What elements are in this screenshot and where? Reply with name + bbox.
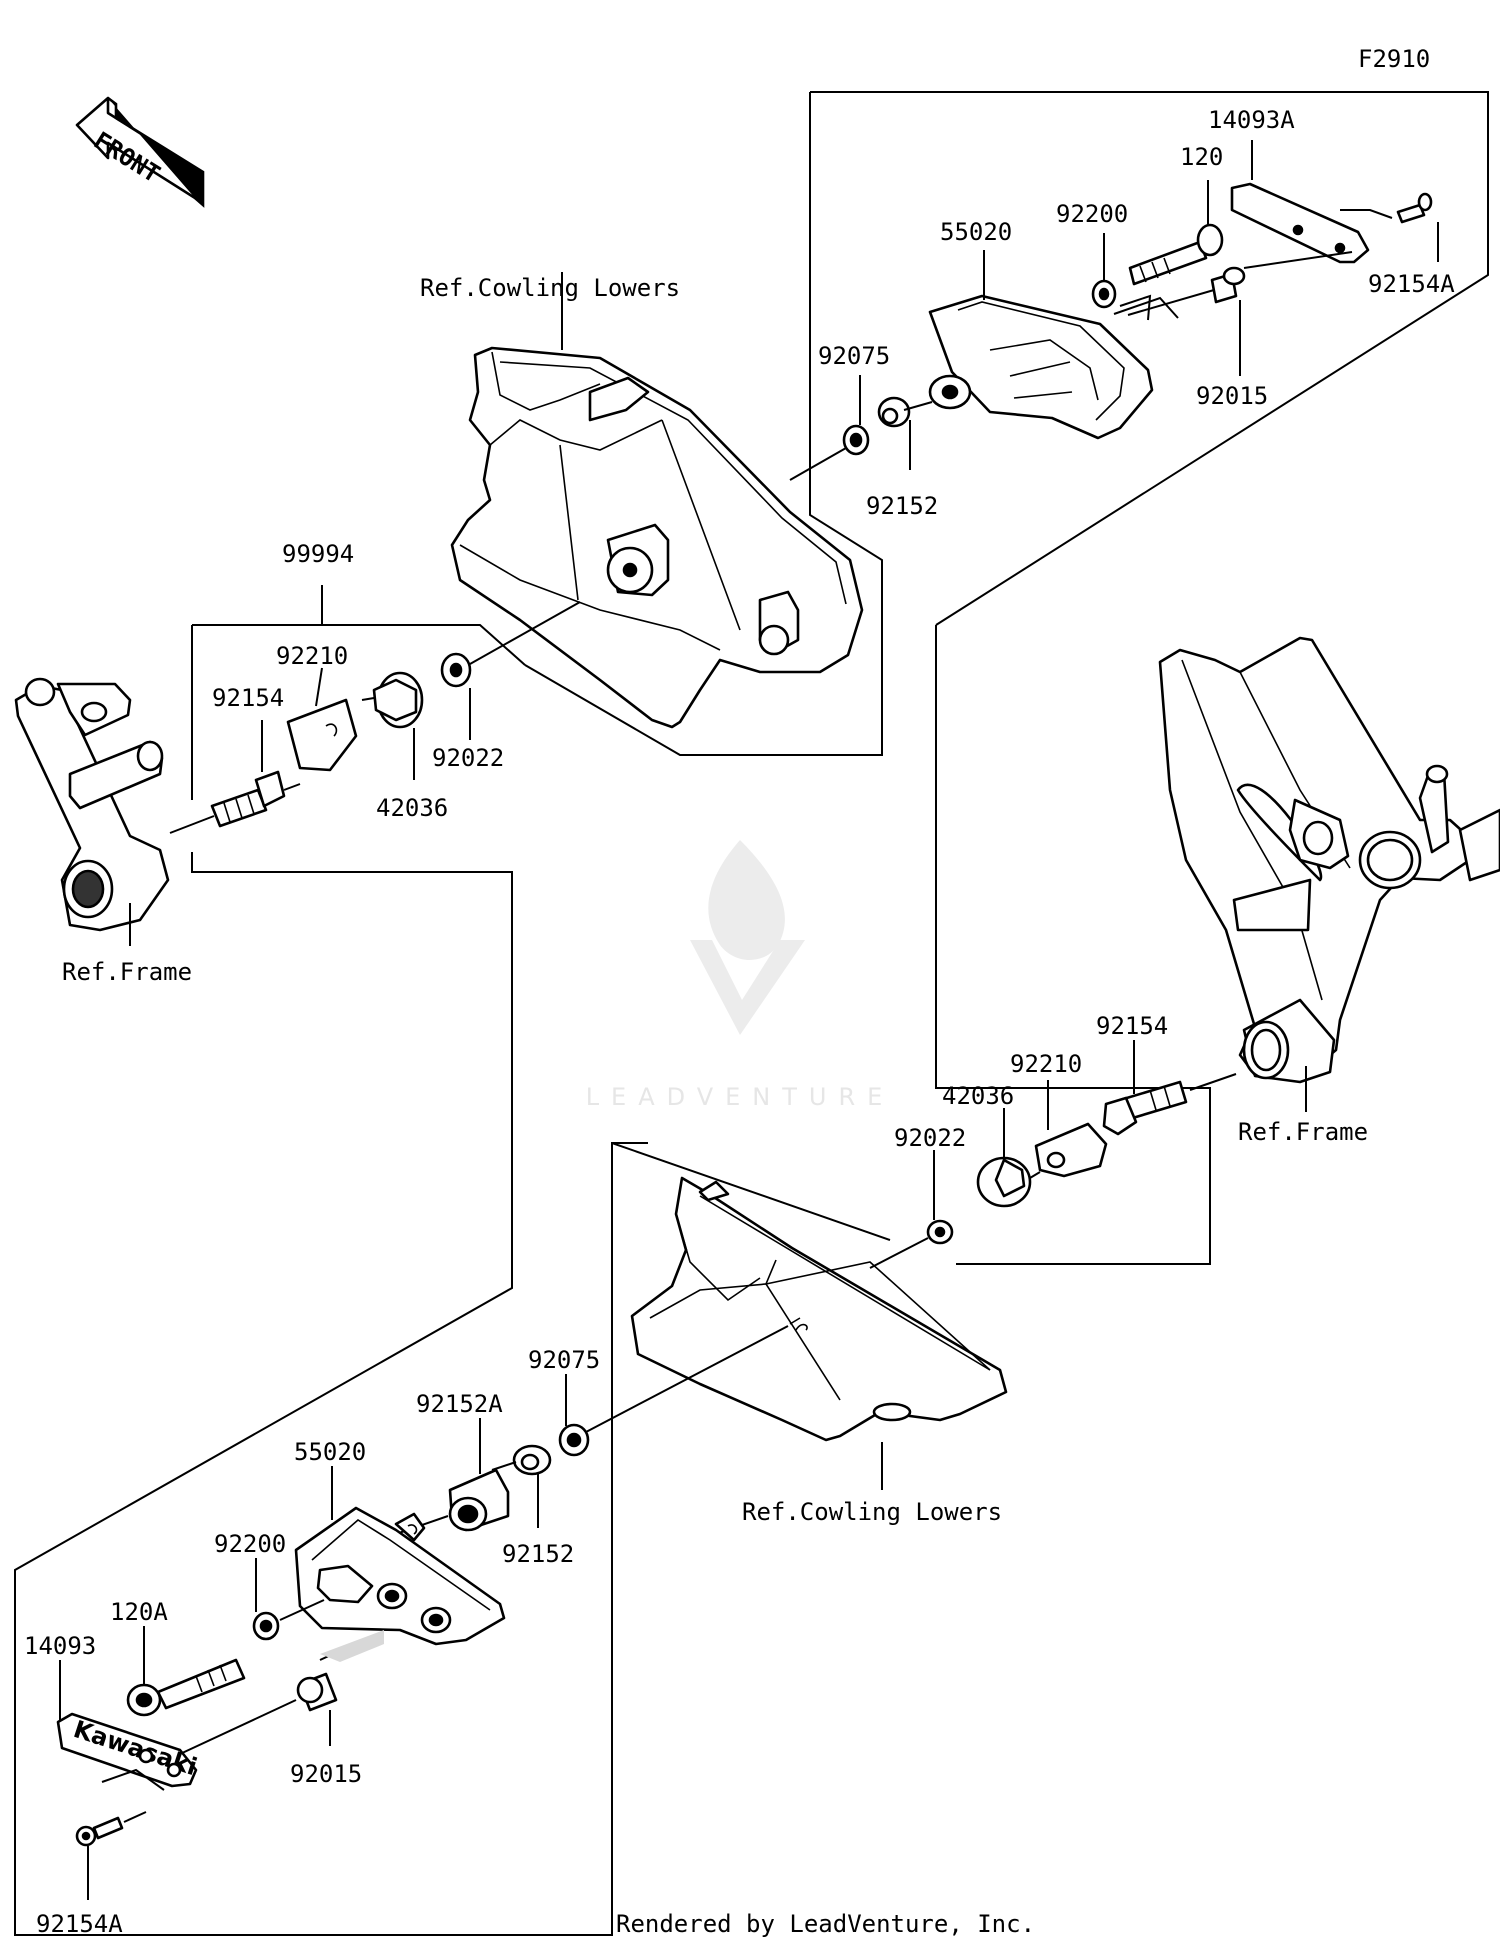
collar-92152A (395, 1418, 510, 1535)
collar-92152-bottom (491, 1444, 552, 1528)
label-92200-bottom: 92200 (214, 1530, 286, 1558)
nut-42036-left (372, 671, 424, 729)
plate-14093A (1230, 182, 1370, 264)
v-mark-icon (690, 940, 805, 1035)
bolt-120A (126, 1626, 246, 1717)
leaders-left (169, 601, 581, 834)
label-92154-left: 92154 (212, 684, 284, 712)
label-92152A: 92152A (416, 1390, 503, 1418)
label-92200-top: 92200 (1056, 200, 1128, 228)
bolt-120 (1128, 223, 1224, 286)
label-92210-left: 92210 (276, 642, 348, 670)
flame-icon (708, 840, 785, 960)
screw-92154A-top (1396, 192, 1433, 224)
label-55020-bottom: 55020 (294, 1438, 366, 1466)
slider-55020-bottom (294, 1466, 506, 1646)
label-92075-bottom: 92075 (528, 1346, 600, 1374)
plate-14093: Kawasaki (56, 1660, 297, 1791)
label-92022-left: 92022 (432, 744, 504, 772)
clip-92210-right (1034, 1080, 1108, 1178)
frame-left (14, 677, 170, 946)
label-99994: 99994 (282, 540, 354, 568)
label-120: 120 (1180, 143, 1223, 171)
label-92154A-top: 92154A (1368, 270, 1455, 298)
footer-credit: Rendered by LeadVenture, Inc. (616, 1910, 1035, 1938)
collar-92015-top (1210, 266, 1246, 304)
collar-92152-top (877, 396, 911, 428)
label-92152-top: 92152 (866, 492, 938, 520)
label-92152-bottom: 92152 (502, 1540, 574, 1568)
label-55020-top: 55020 (940, 218, 1012, 246)
clip-92210-left (286, 698, 358, 772)
figure-code: F2910 (1358, 45, 1430, 73)
label-ref-frame-left: Ref.Frame (62, 958, 192, 986)
screw-92154A-bottom (75, 1811, 147, 1900)
front-arrow-icon: FRONT (75, 96, 205, 208)
label-92210-right: 92210 (1010, 1050, 1082, 1078)
frame-right (1158, 636, 1500, 1112)
callout-labels: 14093A 120 92200 55020 92154A 92075 9201… (24, 106, 1455, 1938)
label-92154-right: 92154 (1096, 1012, 1168, 1040)
label-ref-cowling-bottom: Ref.Cowling Lowers (742, 1498, 1002, 1526)
bolt-92154-left (210, 770, 286, 828)
label-14093: 14093 (24, 1632, 96, 1660)
label-ref-cowling-top: Ref.Cowling Lowers (420, 274, 680, 302)
indicator-shade (320, 1630, 384, 1662)
cowling-lower-bottom (630, 1176, 1008, 1490)
label-92015-top: 92015 (1196, 382, 1268, 410)
callout-frames (14, 91, 1489, 1936)
label-92015-bottom: 92015 (290, 1760, 362, 1788)
label-92022-right: 92022 (894, 1124, 966, 1152)
leaders-top-right (789, 140, 1439, 481)
label-120A: 120A (110, 1598, 168, 1626)
label-92154A-bottom: 92154A (36, 1910, 123, 1938)
label-42036-left: 42036 (376, 794, 448, 822)
cowling-lower-top (450, 272, 864, 729)
nut-42036-right (976, 1108, 1041, 1208)
label-ref-frame-right: Ref.Frame (1238, 1118, 1368, 1146)
leadventure-watermark: LEADVENTURE (586, 840, 895, 1111)
watermark-text: LEADVENTURE (586, 1083, 895, 1111)
label-92075-top: 92075 (818, 342, 890, 370)
label-42036-right: 42036 (942, 1082, 1014, 1110)
slider-55020-top (928, 294, 1154, 440)
bolt-92154-right (1102, 1040, 1237, 1136)
label-14093A: 14093A (1208, 106, 1295, 134)
